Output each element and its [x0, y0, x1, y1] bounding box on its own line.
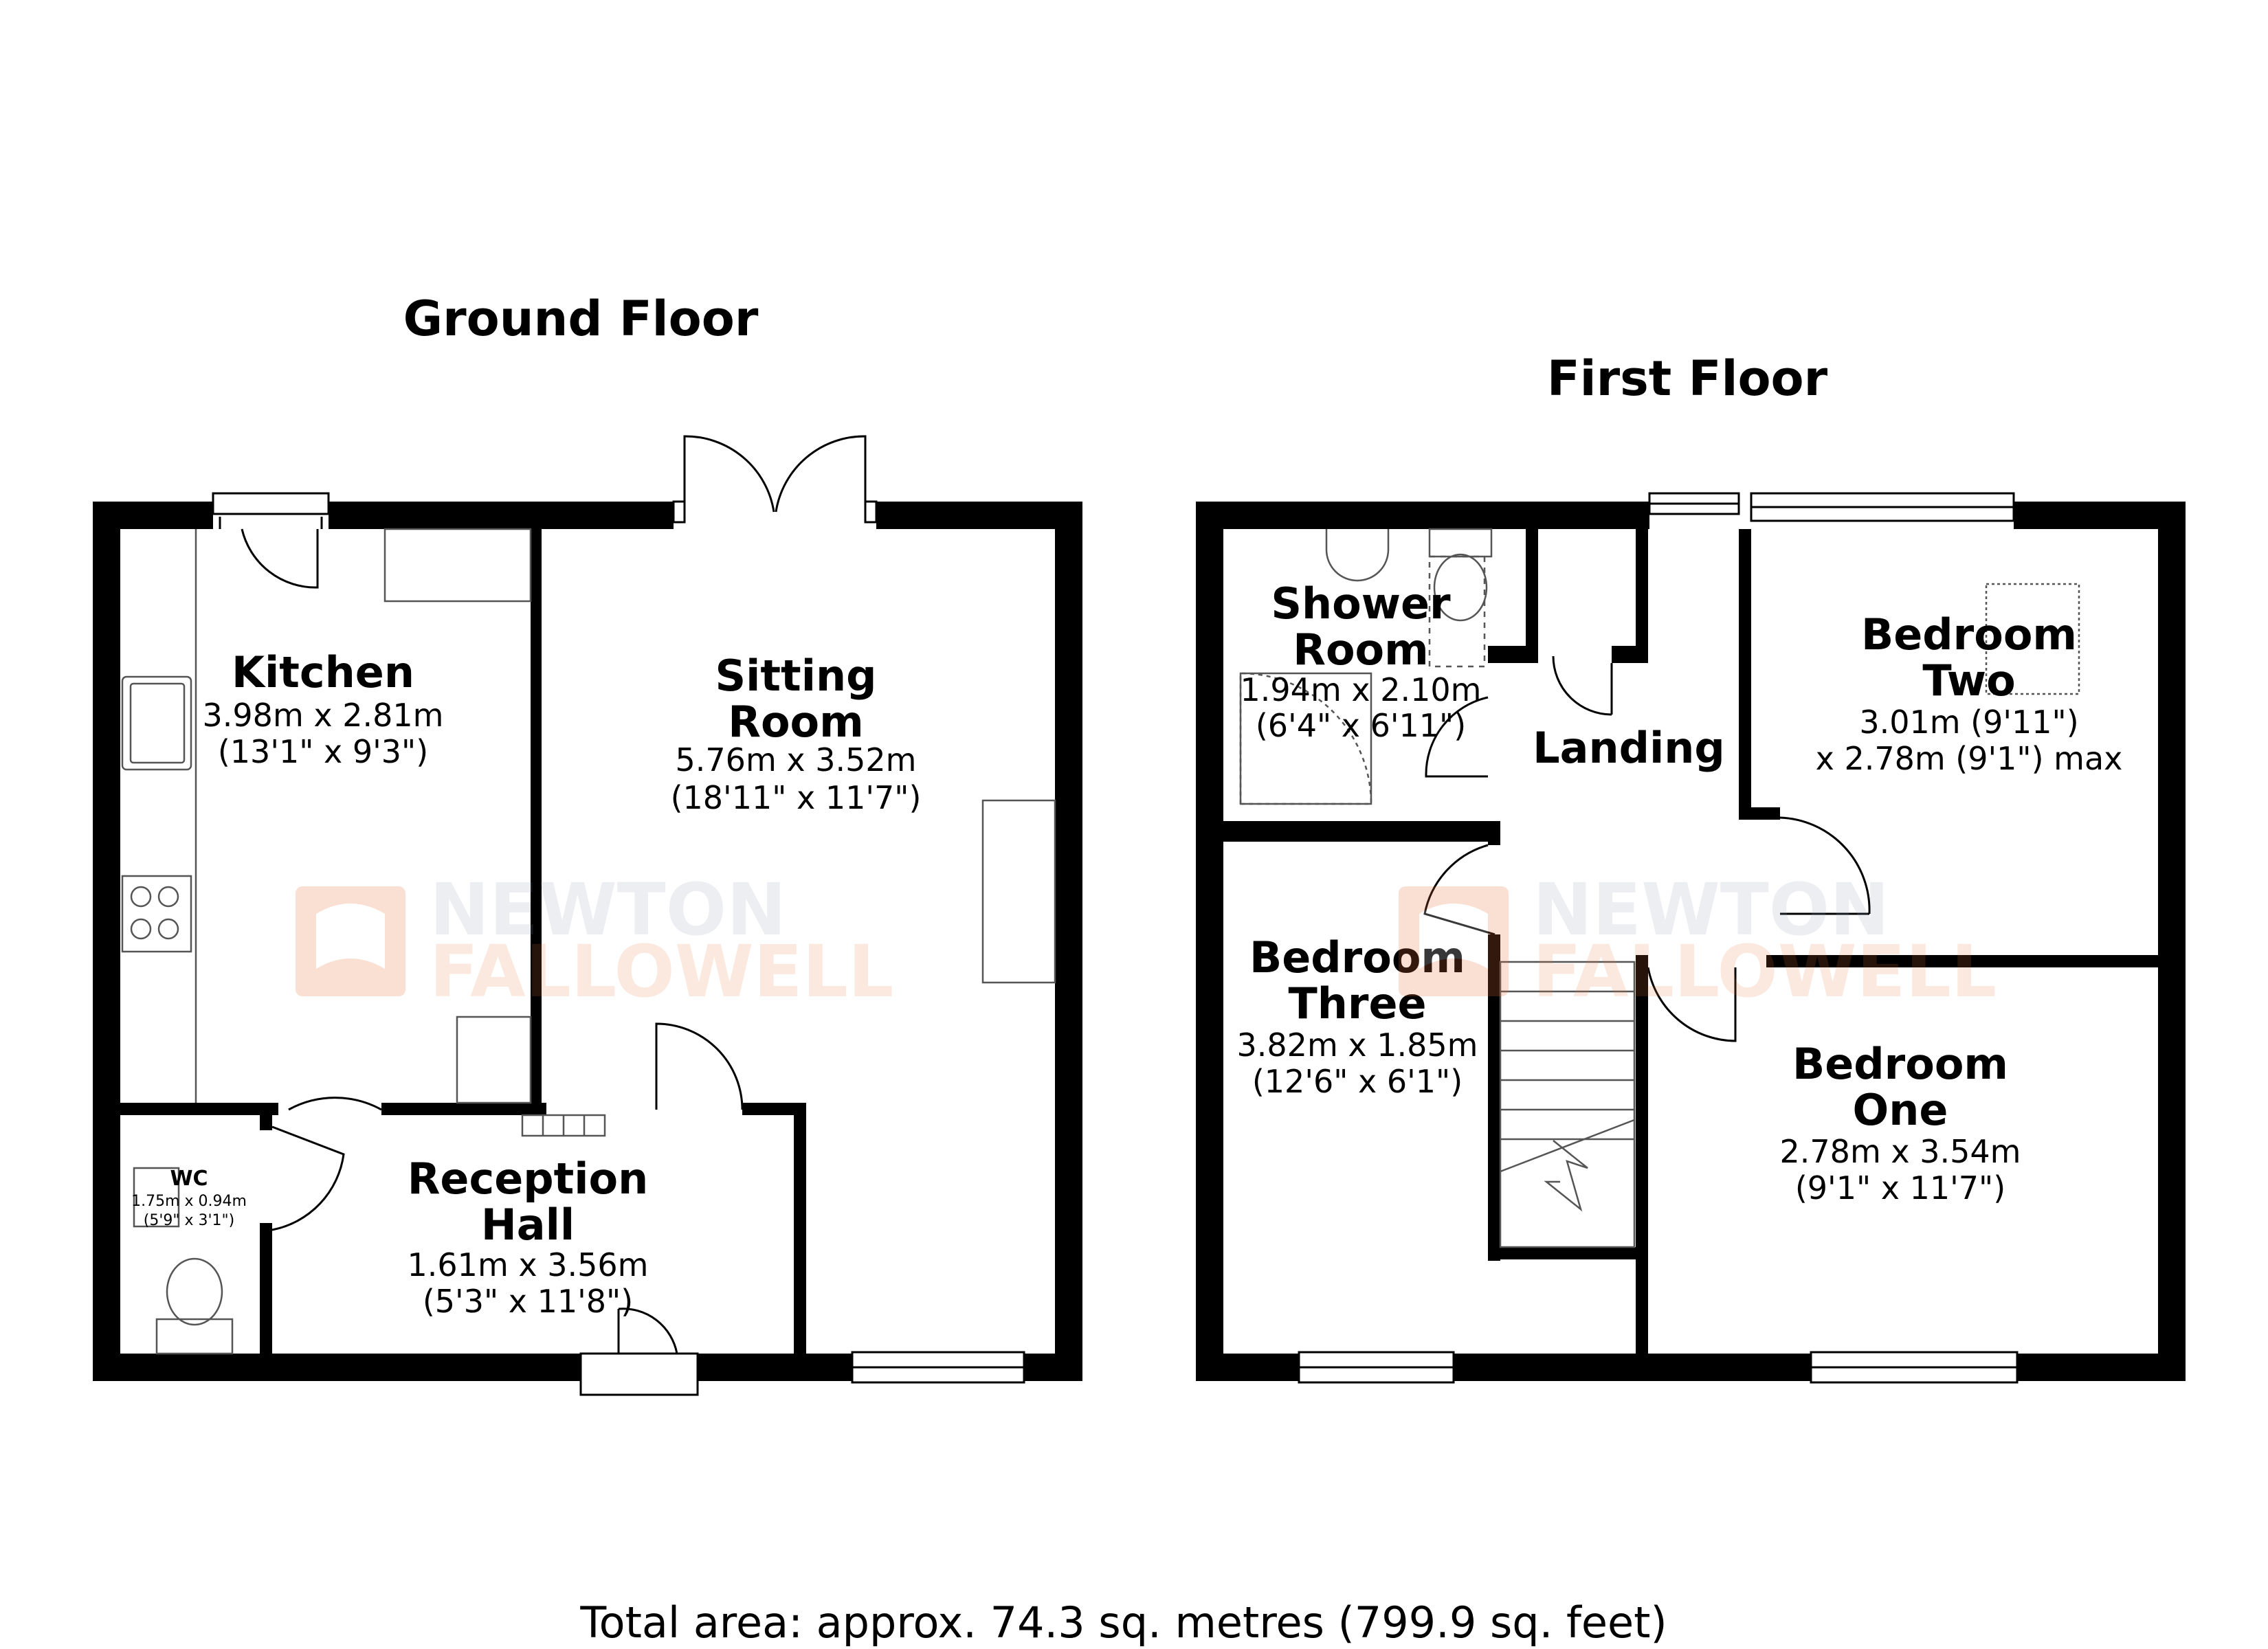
first-floor-plan: First Floor Shower Room 1.94m x 2.10m (6…	[1196, 350, 2186, 1384]
kitchen-metric: 3.98m x 2.81m	[203, 697, 444, 734]
bedroom-three-name-line2: Three	[1288, 978, 1426, 1029]
bedroom-one-name-line1: Bedroom	[1792, 1039, 2008, 1089]
shower-room-metric: 1.94m x 2.10m	[1241, 671, 1482, 708]
first-floor-fixtures	[1239, 528, 2080, 1248]
watermark-line2: FALLOWELL	[1533, 930, 1997, 1013]
sitting-room-name-line2: Room	[728, 697, 864, 747]
bedroom-three-metric: 3.82m x 1.85m	[1237, 1027, 1478, 1064]
sitting-room-name-line1: Sitting	[715, 651, 877, 701]
reception-hall-imperial: (5'3" x 11'8")	[423, 1283, 633, 1320]
shower-room-imperial: (6'4" x 6'11")	[1256, 707, 1466, 744]
bedroom-two-metric: 3.01m (9'11")	[1859, 704, 2078, 741]
wc-metric: 1.75m x 0.94m	[131, 1193, 247, 1210]
first-floor-windows	[1298, 492, 2019, 1384]
bedroom-two-name-line2: Two	[1922, 655, 2015, 706]
reception-hall-name-line2: Hall	[481, 1200, 575, 1250]
shower-room-name-line2: Room	[1293, 625, 1429, 675]
first-floor-exterior-walls	[1196, 502, 2186, 1381]
kitchen-imperial: (13'1" x 9'3")	[218, 733, 428, 770]
ground-floor-interior-walls	[120, 529, 806, 1354]
bedroom-one-imperial: (9'1" x 11'7")	[1795, 1169, 2005, 1207]
bedroom-two-metric2: x 2.78m (9'1") max	[1816, 740, 2123, 777]
first-floor-interior-walls	[1223, 529, 2158, 1354]
bedroom-one-name-line2: One	[1853, 1085, 1948, 1135]
wc-name: WC	[170, 1167, 208, 1191]
bedroom-two-name-line1: Bedroom	[1861, 609, 2077, 660]
bedroom-three-name-line1: Bedroom	[1249, 932, 1465, 983]
kitchen-name: Kitchen	[232, 647, 414, 697]
ground-floor-fixtures	[121, 528, 1056, 1355]
watermark-logo-icon	[1399, 886, 1509, 996]
ground-floor-doors	[219, 435, 878, 1396]
wc-imperial: (5'9" x 3'1")	[144, 1212, 235, 1229]
watermark-line2: FALLOWELL	[430, 930, 893, 1013]
landing-name: Landing	[1533, 723, 1725, 773]
bedroom-one-metric: 2.78m x 3.54m	[1780, 1133, 2021, 1170]
first-floor-title: First Floor	[1547, 350, 1828, 407]
watermark-line1: NEWTON	[1533, 868, 1889, 952]
first-floor-doors	[1423, 655, 1871, 1042]
watermark-first: NEWTON FALLOWELL	[1399, 868, 1997, 1013]
reception-hall-metric: 1.61m x 3.56m	[408, 1246, 649, 1283]
ground-floor-windows	[212, 492, 1025, 1384]
watermark-logo-icon	[296, 886, 405, 996]
watermark-ground: NEWTON FALLOWELL	[296, 868, 893, 1013]
sitting-room-metric: 5.76m x 3.52m	[676, 741, 917, 778]
reception-hall-name-line1: Reception	[408, 1154, 649, 1204]
total-area: Total area: approx. 74.3 sq. metres (799…	[579, 1597, 1667, 1648]
sitting-room-imperial: (18'11" x 11'7")	[671, 779, 922, 816]
shower-room-name-line1: Shower	[1271, 579, 1451, 629]
ground-floor-exterior-walls	[93, 502, 1082, 1381]
watermark-line1: NEWTON	[430, 868, 786, 952]
bedroom-three-imperial: (12'6" x 6'1")	[1252, 1063, 1463, 1100]
ground-floor-plan: Ground Floor Kitchen 3.98m x 2.81m (13'1…	[93, 291, 1082, 1396]
ground-floor-title: Ground Floor	[403, 291, 759, 347]
